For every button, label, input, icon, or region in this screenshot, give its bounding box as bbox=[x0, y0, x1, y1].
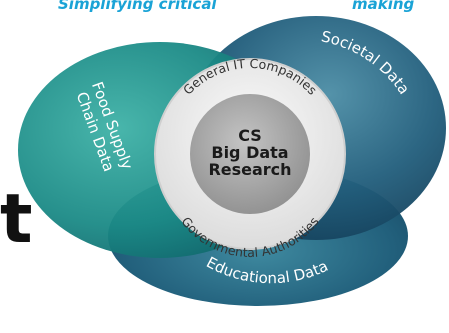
center-line-1: CS bbox=[238, 126, 262, 145]
partial-heading-letter: t bbox=[0, 180, 33, 259]
center-disc bbox=[190, 94, 310, 214]
center-line-2: Big Data bbox=[211, 143, 288, 162]
tagline-right: making bbox=[352, 0, 415, 13]
tagline-left: Simplifying critical bbox=[58, 0, 217, 13]
center-line-3: Research bbox=[208, 160, 291, 179]
